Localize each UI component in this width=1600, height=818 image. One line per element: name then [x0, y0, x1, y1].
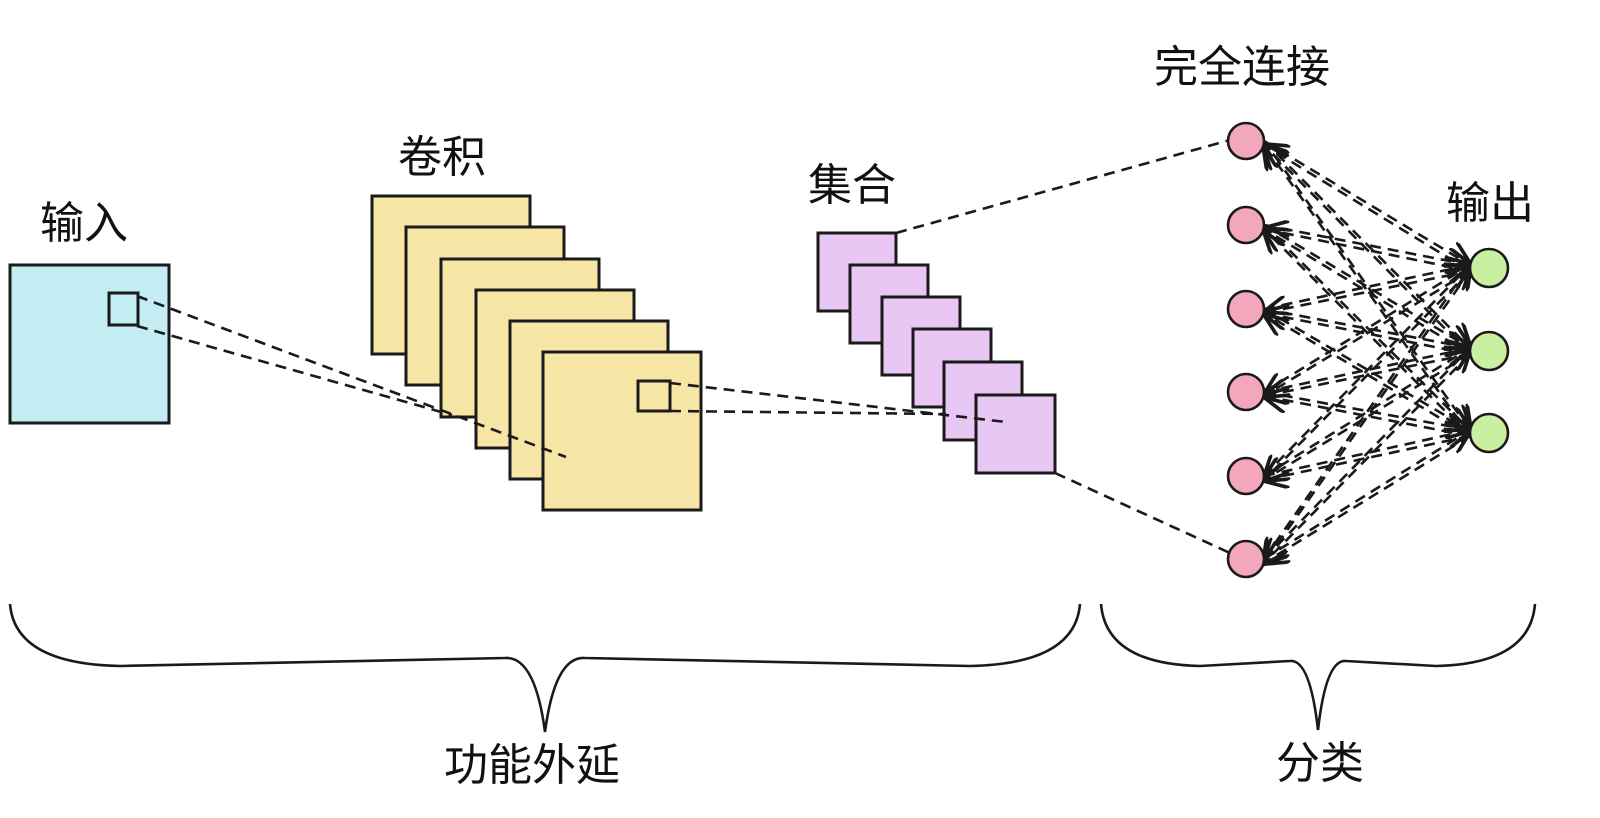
input-to-conv-line: [136, 294, 567, 459]
fc-connection-line: [1263, 223, 1470, 348]
output-node: [1468, 412, 1510, 454]
fc-connection-line: [1263, 265, 1470, 477]
fc-connection-line: [1264, 352, 1471, 480]
output-label: 输出: [1446, 178, 1534, 229]
fc-connection-line: [1264, 270, 1472, 563]
conv-to-pool-line: [669, 381, 1007, 424]
classification-label: 分类: [1276, 738, 1364, 789]
fc-connection-line: [1263, 307, 1470, 430]
fc-connection-line: [1262, 140, 1470, 430]
fc-connection-line: [1264, 145, 1471, 355]
fully-connected-label: 完全连接: [1154, 42, 1330, 93]
fc-connection-line: [1264, 229, 1471, 437]
fc-connection-line: [1263, 224, 1470, 430]
fc-connection-line: [1264, 145, 1471, 273]
hidden-node: [1226, 289, 1266, 329]
output-node: [1468, 330, 1510, 372]
fc-connection-line: [1264, 229, 1471, 356]
classification-brace: [1099, 603, 1537, 731]
fc-connection-line: [1263, 265, 1470, 394]
hidden-node: [1226, 539, 1266, 579]
pool-to-fc-line: [895, 138, 1231, 235]
fc-connection-line: [1264, 434, 1471, 563]
conv-receptive-field: [636, 379, 672, 413]
fc-connection-line: [1264, 145, 1472, 437]
fc-connection-line: [1263, 430, 1470, 561]
input-to-conv-line: [136, 324, 453, 417]
fully-connected-connections: [1264, 141, 1470, 563]
convolution-layer: [370, 194, 703, 512]
conv-feature-map: [541, 350, 703, 512]
fc-connection-line: [1264, 269, 1471, 313]
input-receptive-field: [107, 291, 140, 327]
convolution-label: 卷积: [398, 132, 486, 183]
pool-feature-map: [974, 393, 1057, 475]
hidden-node: [1226, 456, 1266, 496]
fc-connection-line: [1264, 396, 1471, 438]
conv-to-pool-line: [669, 409, 947, 416]
fc-connection-line: [1264, 313, 1471, 438]
fc-connection-line: [1264, 269, 1471, 396]
hidden-node: [1226, 372, 1266, 412]
fc-connection-line: [1264, 270, 1471, 480]
hidden-node: [1226, 205, 1266, 245]
output-layer: [1468, 247, 1510, 454]
pooling-layer: [816, 231, 1057, 475]
feature-extension-brace: [8, 603, 1082, 733]
input-layer: [8, 263, 171, 425]
pooling-label: 集合: [808, 160, 896, 211]
fc-connection-line: [1264, 353, 1471, 563]
fc-connection-line: [1263, 348, 1470, 560]
fc-connection-line: [1263, 140, 1470, 348]
hidden-node: [1226, 121, 1266, 161]
output-node: [1468, 247, 1510, 289]
pool-to-fc-line: [1054, 471, 1231, 555]
input-label: 输入: [40, 198, 128, 249]
fc-connection-line: [1263, 139, 1470, 265]
fc-connection-line: [1262, 265, 1470, 560]
input-image: [8, 263, 171, 425]
fc-connection-line: [1263, 348, 1470, 478]
feature-extension-label: 功能外延: [444, 740, 620, 791]
fully-connected-layer: [1226, 121, 1266, 579]
